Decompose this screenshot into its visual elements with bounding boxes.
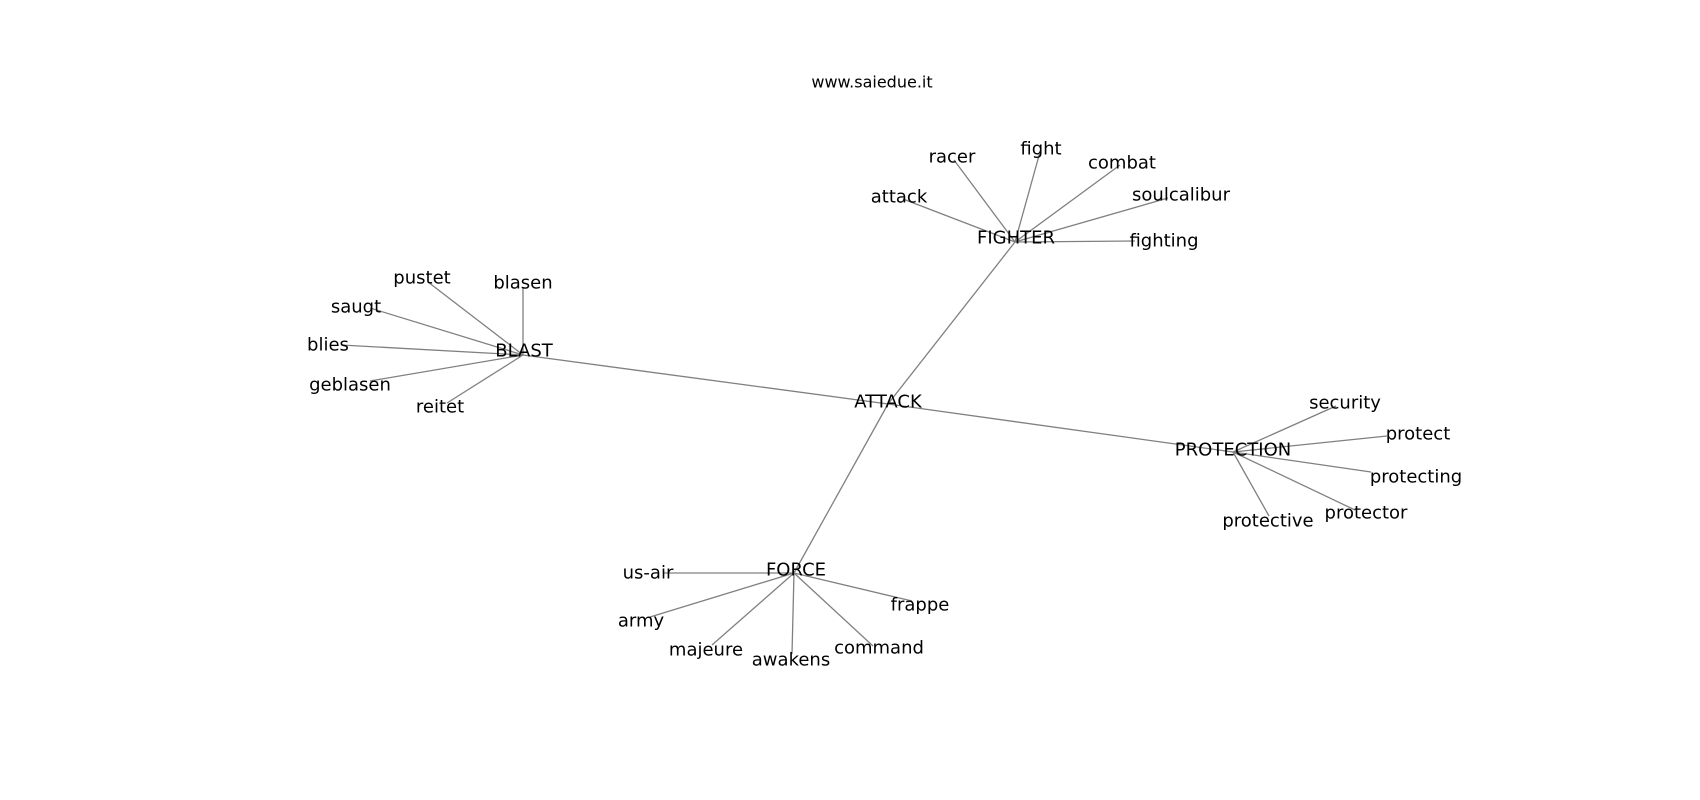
- edges-layer: [340, 151, 1388, 655]
- node-label-saugt: saugt: [331, 297, 381, 318]
- edge-force-command: [793, 572, 874, 647]
- edge-protection-protector: [1232, 451, 1356, 511]
- edge-attack-blast: [522, 354, 889, 405]
- node-label-combat: combat: [1088, 153, 1156, 174]
- node-label-us-air: us-air: [623, 563, 674, 584]
- edge-attack-protection: [887, 403, 1234, 453]
- edge-blast-blies: [340, 344, 524, 356]
- node-label-protection: PROTECTION: [1175, 440, 1291, 461]
- edge-attack-force: [793, 403, 889, 574]
- watermark-text: www.saiedue.it: [811, 73, 932, 92]
- node-label-frappe: frappe: [891, 595, 950, 616]
- edge-fighter-racer: [953, 159, 1016, 243]
- node-label-soulcalibur: soulcalibur: [1132, 185, 1231, 206]
- node-label-reitet: reitet: [416, 397, 464, 418]
- edge-blast-pustet: [427, 281, 524, 356]
- labels-layer: ATTACK FIGHTER racer fight combat attack soulc…: [307, 139, 1462, 671]
- edge-blast-saugt: [369, 307, 524, 356]
- node-label-fighter: FIGHTER: [977, 228, 1055, 249]
- node-label-army: army: [618, 611, 665, 632]
- node-label-security: security: [1309, 393, 1381, 414]
- node-label-command: command: [834, 638, 924, 659]
- node-label-attack: ATTACK: [854, 392, 923, 413]
- node-label-protector: protector: [1325, 503, 1409, 524]
- node-label-force: FORCE: [766, 560, 826, 581]
- edge-fighter-soulcalibur: [1014, 197, 1169, 243]
- edge-protection-protective: [1232, 451, 1270, 517]
- edge-force-army: [649, 572, 795, 618]
- edge-force-awakens: [791, 572, 795, 655]
- node-label-fight: fight: [1020, 139, 1061, 160]
- edge-fighter-fight: [1014, 151, 1041, 243]
- node-label-pustet: pustet: [393, 268, 450, 289]
- edge-force-majeure: [711, 572, 795, 646]
- node-label-protecting: protecting: [1370, 467, 1462, 488]
- edge-fighter-attack: [902, 198, 1016, 243]
- edge-fighter-combat: [1014, 164, 1121, 243]
- node-label-blies: blies: [307, 335, 349, 356]
- node-label-blasen: blasen: [493, 273, 552, 294]
- edge-blast-reitet: [446, 354, 524, 404]
- edge-protection-protect: [1232, 435, 1388, 453]
- node-label-geblasen: geblasen: [309, 375, 391, 396]
- node-label-racer: racer: [929, 147, 976, 168]
- edge-attack-fighter: [887, 241, 1016, 405]
- node-label-majeure: majeure: [669, 640, 743, 661]
- node-label-blast: BLAST: [495, 341, 554, 362]
- node-label-attack: attack: [871, 187, 928, 208]
- edge-force-frappe: [793, 572, 913, 602]
- edge-protection-security: [1232, 405, 1337, 453]
- edge-protection-protecting: [1232, 451, 1372, 473]
- edge-fighter-fighting: [1014, 240, 1136, 243]
- edge-blast-geblasen: [369, 354, 524, 382]
- node-label-fighting: fighting: [1129, 231, 1198, 252]
- node-label-protective: protective: [1222, 511, 1313, 532]
- node-label-awakens: awakens: [752, 650, 830, 671]
- node-label-protect: protect: [1386, 424, 1451, 445]
